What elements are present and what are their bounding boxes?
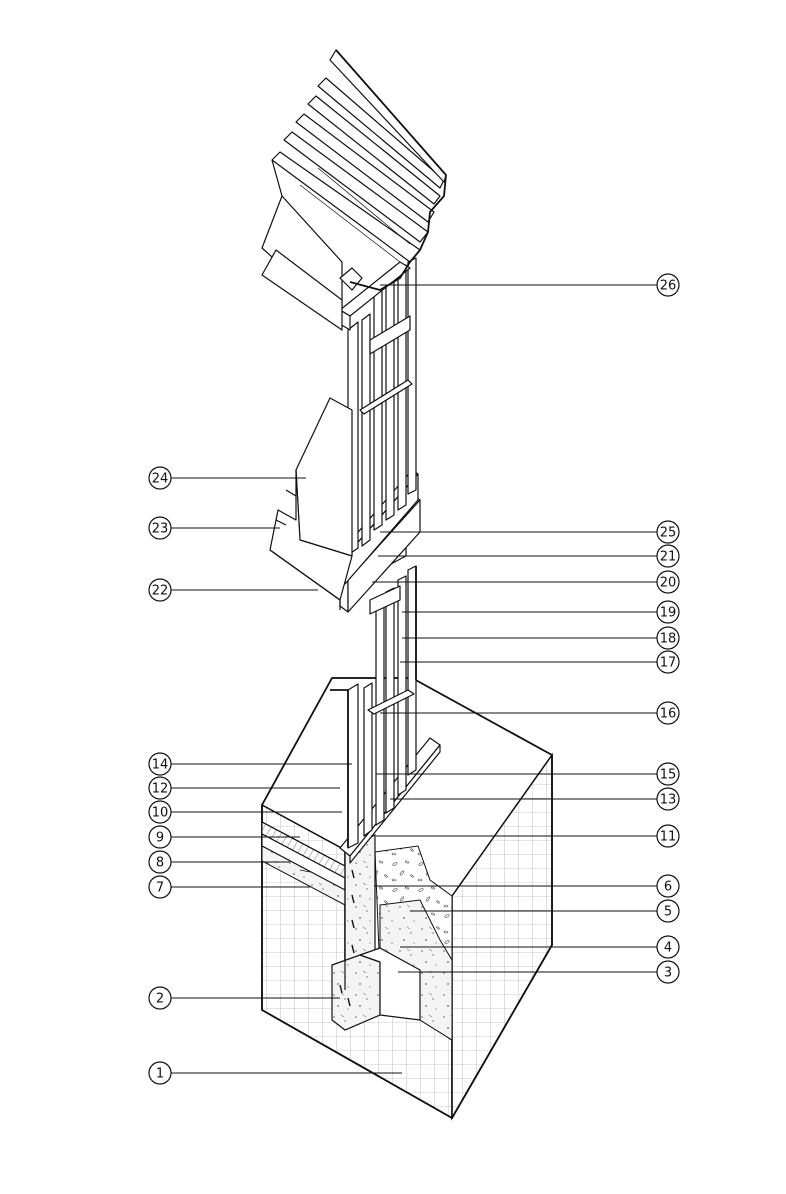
- callout-number: 1: [156, 1067, 164, 1082]
- callout-7: 7: [148, 875, 310, 899]
- callout-bubble: [656, 600, 680, 624]
- callout-bubble: [656, 520, 680, 544]
- callout-number: 11: [660, 830, 677, 845]
- callout-number: 3: [664, 966, 672, 981]
- callout-bubble: [656, 787, 680, 811]
- callout-number: 8: [156, 856, 164, 871]
- callout-bubble: [656, 935, 680, 959]
- callout-number: 5: [664, 905, 672, 920]
- callout-number: 9: [156, 831, 164, 846]
- callout-number: 25: [660, 526, 677, 541]
- callout-18: 18: [402, 626, 680, 650]
- callout-number: 12: [152, 782, 169, 797]
- callout-bubble: [656, 960, 680, 984]
- callout-bubble: [656, 570, 680, 594]
- callout-bubble: [148, 850, 172, 874]
- callout-number: 22: [152, 584, 169, 599]
- callout-bubble: [148, 825, 172, 849]
- callout-number: 23: [152, 522, 169, 537]
- callout-3: 3: [398, 960, 680, 984]
- callout-10: 10: [148, 800, 342, 824]
- callout-4: 4: [400, 935, 680, 959]
- callout-6: 6: [374, 874, 680, 898]
- callout-number: 20: [660, 576, 677, 591]
- callout-bubble: [148, 1061, 172, 1085]
- callout-25: 25: [380, 520, 680, 544]
- callout-number: 10: [152, 806, 169, 821]
- callout-bubble: [656, 874, 680, 898]
- callout-19: 19: [402, 600, 680, 624]
- callout-number: 15: [660, 768, 677, 783]
- callout-22: 22: [148, 578, 318, 602]
- callout-bubble: [656, 626, 680, 650]
- callout-26: 26: [380, 273, 680, 297]
- callout-bubble: [656, 544, 680, 568]
- callout-bubble: [656, 650, 680, 674]
- callout-5: 5: [410, 899, 680, 923]
- callout-16: 16: [380, 701, 680, 725]
- callout-bubble: [656, 701, 680, 725]
- callout-number: 14: [152, 758, 169, 773]
- callout-9: 9: [148, 825, 300, 849]
- callout-2: 2: [148, 986, 340, 1010]
- callout-bubble: [148, 800, 172, 824]
- callout-24: 24: [148, 466, 306, 490]
- callout-23: 23: [148, 516, 280, 540]
- callout-bubble: [148, 516, 172, 540]
- callout-bubble: [148, 986, 172, 1010]
- callout-bubble: [656, 899, 680, 923]
- callout-1: 1: [148, 1061, 402, 1085]
- callout-number: 2: [156, 992, 164, 1007]
- wall-framing: [269, 257, 441, 864]
- roof-assembly: [261, 49, 447, 331]
- callout-bubble: [656, 273, 680, 297]
- callout-8: 8: [148, 850, 290, 874]
- callout-bubble: [148, 752, 172, 776]
- callout-bubble: [148, 776, 172, 800]
- callout-number: 24: [152, 472, 169, 487]
- callout-15: 15: [376, 762, 680, 786]
- slab-layers: [261, 821, 346, 906]
- callout-12: 12: [148, 776, 340, 800]
- callout-bubble: [656, 762, 680, 786]
- callout-bubble: [656, 824, 680, 848]
- callout-21: 21: [378, 544, 680, 568]
- callout-number: 13: [660, 793, 677, 808]
- callout-number: 21: [660, 550, 677, 565]
- callout-bubble: [148, 875, 172, 899]
- callout-11: 11: [376, 824, 680, 848]
- callout-number: 7: [156, 881, 164, 896]
- callout-number: 17: [660, 656, 677, 671]
- callout-14: 14: [148, 752, 352, 776]
- callout-number: 26: [660, 279, 677, 294]
- callout-13: 13: [390, 787, 680, 811]
- callout-17: 17: [400, 650, 680, 674]
- callout-number: 16: [660, 707, 677, 722]
- callout-bubble: [148, 466, 172, 490]
- callout-number: 6: [664, 880, 672, 895]
- callout-20: 20: [372, 570, 680, 594]
- callout-number: 19: [660, 606, 677, 621]
- callout-bubble: [148, 578, 172, 602]
- callout-number: 4: [664, 941, 672, 956]
- callout-number: 18: [660, 632, 677, 647]
- foundation-wall: [331, 834, 421, 1031]
